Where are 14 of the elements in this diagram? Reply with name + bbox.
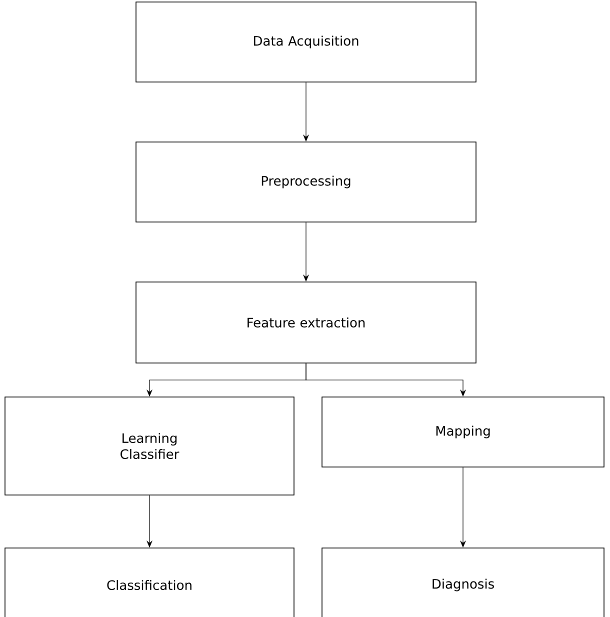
process-box [322,548,604,617]
process-box [136,2,476,82]
box-label: Diagnosis [432,578,494,592]
process-box [4,548,294,617]
box-label: Data Acquisition [254,36,358,48]
box-label: Preprocessing [262,176,350,188]
process-box [322,396,604,468]
process-box [4,396,294,496]
box-label: Learning Classifier [120,432,180,460]
box-label: Feature extraction [248,317,365,328]
process-box [136,282,476,364]
box-label: Mapping [436,426,490,438]
box-label: Classification [107,580,192,590]
process-box [136,142,476,222]
